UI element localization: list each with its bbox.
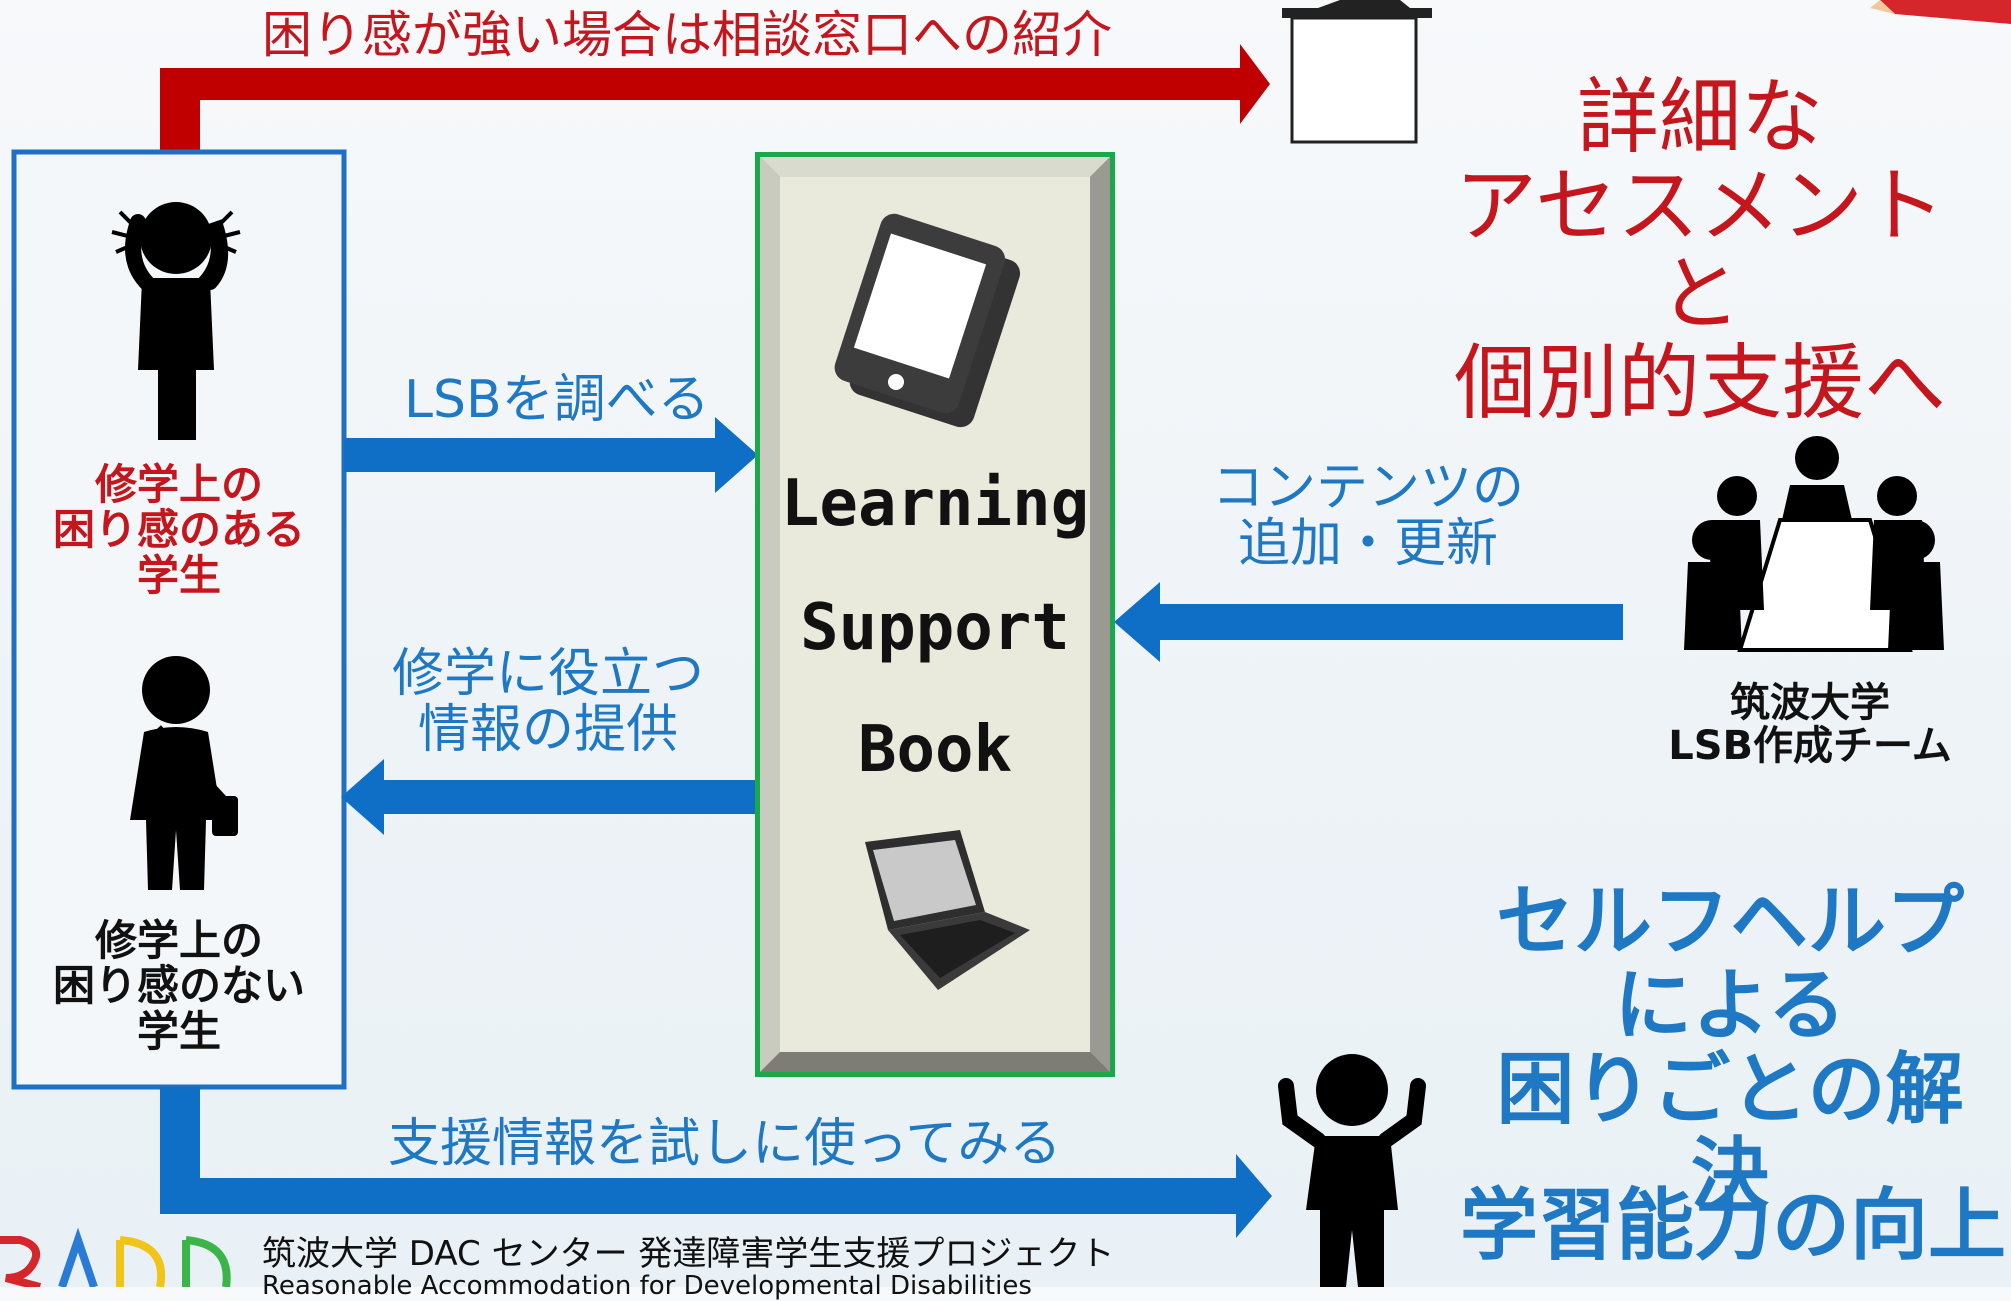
cheering-person-icon <box>1278 1054 1426 1287</box>
team-label: 筑波大学 LSB作成チーム <box>1668 680 1952 770</box>
referral-arrow <box>160 44 1270 200</box>
referral-label: 困り感が強い場合は相談窓口への紹介 <box>262 6 1112 64</box>
student-without-difficulty-label: 修学上の 困り感のない 学生 <box>52 916 305 1056</box>
footer-english-label: Reasonable Accommodation for Development… <box>262 1271 1032 1301</box>
pencil-icon <box>1870 0 2011 24</box>
research-label: LSBを調べる <box>404 370 710 430</box>
research-arrow <box>344 417 758 493</box>
laptop-icon <box>865 830 1030 990</box>
footer-project-label: 筑波大学 DAC センター 発達障害学生支援プロジェクト <box>262 1234 1115 1274</box>
update-arrow <box>1114 582 1623 662</box>
self-help-outcome: セルフヘルプ による 困りごとの解決 <box>1495 877 1964 1220</box>
provide-info-label: 修学に役立つ 情報の提供 <box>391 644 704 761</box>
assessment-outcome: 詳細な アセスメントと 個別的支援へ <box>1453 70 1946 431</box>
smartphone-icon <box>834 213 1021 428</box>
student-with-difficulty-label: 修学上の 困り感のある 学生 <box>52 460 305 600</box>
learning-outcome: 学習能力の向上 <box>1460 1181 2007 1271</box>
try-support-label: 支援情報を試しに使ってみる <box>388 1114 1062 1174</box>
student-icon <box>130 656 238 890</box>
book-title-line3: Book <box>857 713 1013 787</box>
contents-update-label: コンテンツの 追加・更新 <box>1211 458 1524 575</box>
provide-info-arrow <box>341 759 755 835</box>
consultation-desk-icon <box>1282 0 1432 144</box>
meeting-team-icon <box>1684 436 1944 652</box>
stressed-student-icon <box>111 202 241 440</box>
try-support-arrow <box>160 1087 1272 1238</box>
book-title-line2: Support <box>800 591 1070 665</box>
radd-logo <box>0 1227 231 1287</box>
book-title-line1: Learning <box>780 467 1090 541</box>
